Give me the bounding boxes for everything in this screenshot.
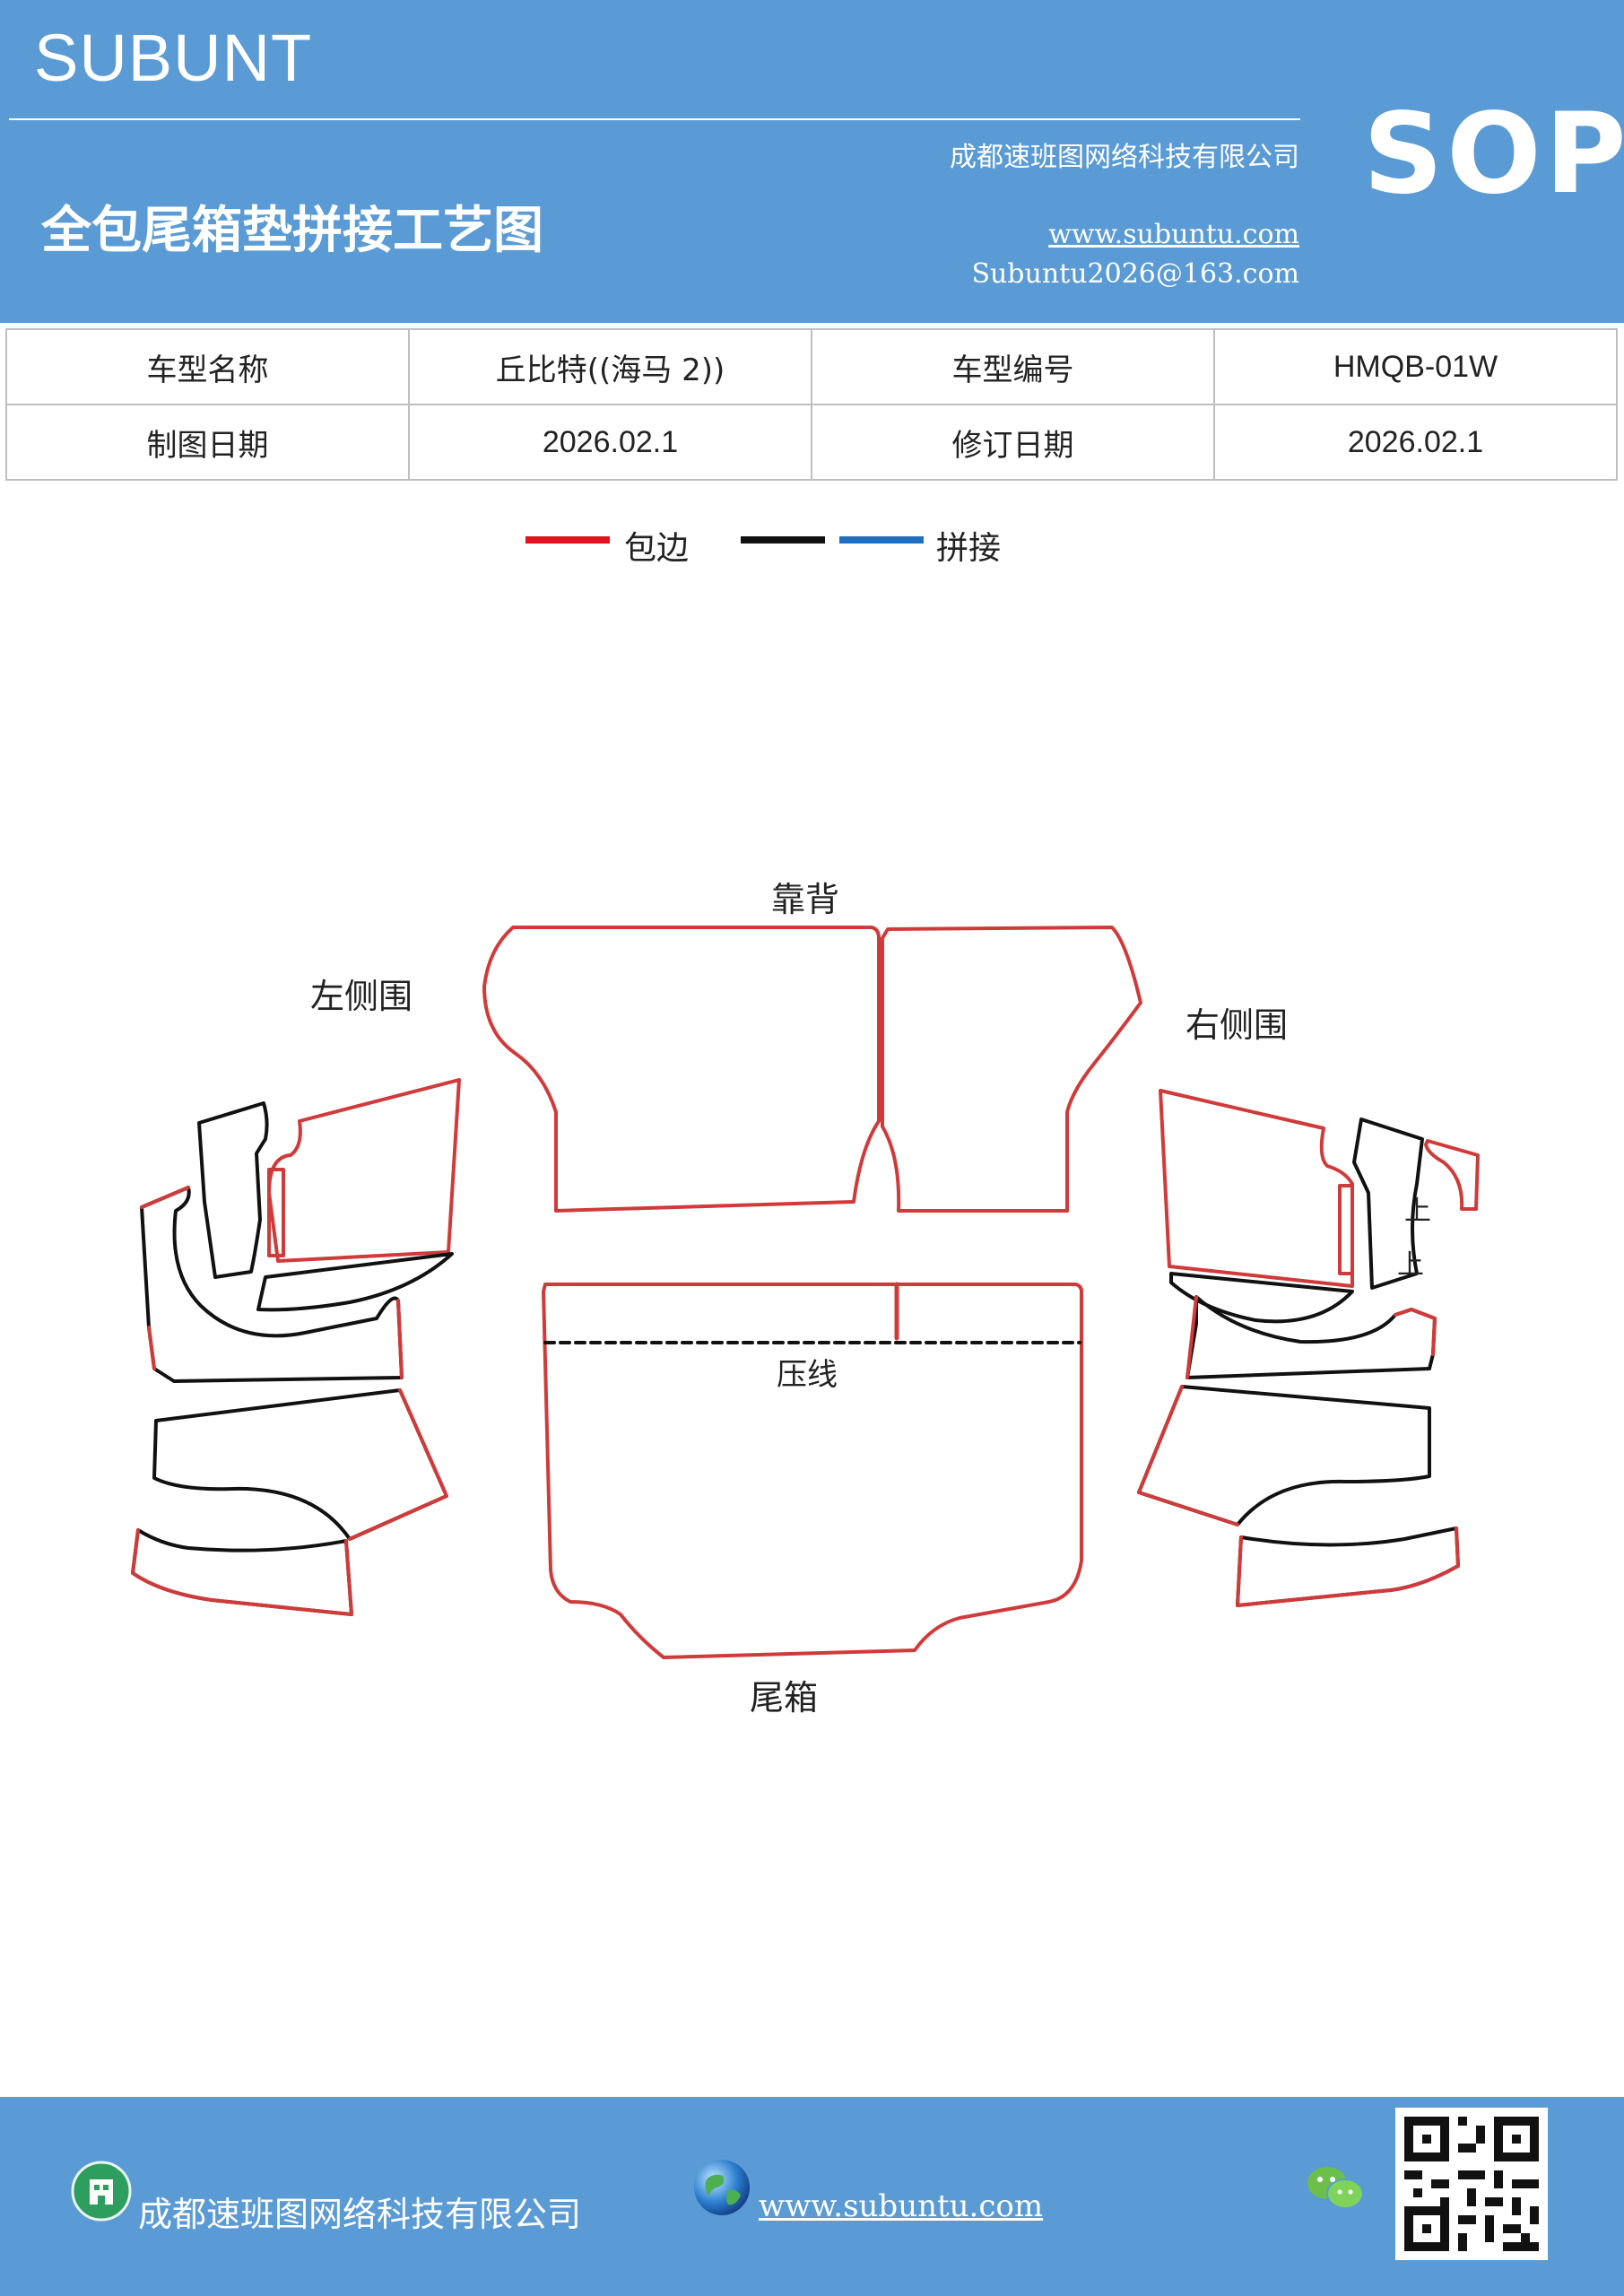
label-trunk: 尾箱 bbox=[750, 1678, 818, 1718]
right-bottom-red-edge bbox=[1236, 1526, 1460, 1607]
backrest-left-panel bbox=[482, 926, 881, 1213]
left-lower-red-edge bbox=[348, 1388, 448, 1541]
right-middle-panel bbox=[1185, 1295, 1437, 1379]
table-cell: 2026.02.1 bbox=[408, 404, 812, 481]
left-lower-panel bbox=[152, 1388, 448, 1541]
label-right-side: 右侧围 bbox=[1185, 1005, 1288, 1045]
table-cell: 修订日期 bbox=[811, 404, 1215, 481]
table-row: 制图日期 2026.02.1 修订日期 2026.02.1 bbox=[5, 404, 1618, 481]
label-up-2: 上 bbox=[1397, 1249, 1424, 1281]
right-upper-panel-b bbox=[1352, 1118, 1424, 1290]
left-bottom-red-edge bbox=[131, 1528, 353, 1616]
legend-black-line bbox=[741, 536, 825, 544]
table-row: 车型名称 丘比特((海马 2)) 车型编号 HMQB-01W bbox=[5, 328, 1618, 405]
footer-company: 成都速班图网络科技有限公司 bbox=[138, 2195, 582, 2234]
footer-website-link[interactable]: www.subuntu.com bbox=[759, 2188, 1044, 2224]
right-upper-panel-a bbox=[1159, 1089, 1354, 1288]
header-email: Subuntu2026@163.com bbox=[971, 258, 1299, 290]
right-lower-panel bbox=[1137, 1385, 1431, 1526]
table-cell: 车型名称 bbox=[5, 328, 410, 405]
right-strip bbox=[1169, 1272, 1354, 1324]
brand-name: SUBUNT bbox=[34, 21, 313, 95]
document-title: 全包尾箱垫拼接工艺图 bbox=[41, 201, 543, 260]
header-website-link[interactable]: www.subuntu.com bbox=[1048, 219, 1299, 250]
right-upper-panel-c bbox=[1424, 1139, 1480, 1211]
header-banner: SUBUNT 成都速班图网络科技有限公司 全包尾箱垫拼接工艺图 www.subu… bbox=[0, 0, 1624, 323]
table-cell: HMQB-01W bbox=[1213, 328, 1618, 405]
label-up-1: 上 bbox=[1404, 1196, 1431, 1227]
table-cell: 车型编号 bbox=[811, 328, 1215, 405]
legend-splice-line bbox=[839, 536, 924, 544]
qr-code[interactable] bbox=[1395, 2108, 1548, 2260]
table-cell: 制图日期 bbox=[5, 404, 410, 481]
building-icon bbox=[71, 2161, 132, 2222]
backrest-right-panel bbox=[881, 926, 1142, 1213]
label-press-line: 压线 bbox=[777, 1357, 838, 1393]
left-strip bbox=[256, 1252, 454, 1312]
label-left-side: 左侧围 bbox=[310, 977, 413, 1016]
table-cell: 丘比特((海马 2)) bbox=[408, 328, 812, 405]
legend-wrap-line bbox=[525, 536, 610, 544]
right-middle-red-edge bbox=[1185, 1295, 1437, 1379]
trunk-mat-diagram: 靠背 左侧围 右侧围 压线 尾箱 上 上 bbox=[131, 880, 1480, 1718]
left-upper-panel-a bbox=[197, 1101, 269, 1279]
header-company: 成都速班图网络科技有限公司 bbox=[950, 142, 1299, 173]
globe-icon bbox=[694, 2160, 750, 2215]
table-cell: 2026.02.1 bbox=[1213, 404, 1618, 481]
vehicle-info-table: 车型名称 丘比特((海马 2)) 车型编号 HMQB-01W 制图日期 2026… bbox=[5, 328, 1618, 481]
footer-banner: 成都速班图网络科技有限公司 www.subuntu.com bbox=[0, 2097, 1624, 2296]
right-slot bbox=[1338, 1184, 1354, 1275]
trunk-floor-panel bbox=[542, 1283, 1083, 1659]
header-divider bbox=[9, 118, 1300, 120]
left-slot bbox=[267, 1168, 285, 1257]
left-upper-panel-b bbox=[267, 1078, 461, 1263]
left-middle-panel bbox=[140, 1186, 404, 1383]
label-backrest: 靠背 bbox=[771, 880, 839, 919]
wechat-icon bbox=[1307, 2167, 1364, 2209]
legend-wrap-label: 包边 bbox=[624, 530, 690, 567]
right-lower-red-edge bbox=[1137, 1385, 1239, 1526]
left-middle-red-edge bbox=[140, 1186, 404, 1379]
legend: 包边 拼接 bbox=[0, 527, 1624, 572]
legend-splice-label: 拼接 bbox=[936, 530, 1002, 567]
sop-badge: SOP bbox=[1363, 90, 1624, 219]
